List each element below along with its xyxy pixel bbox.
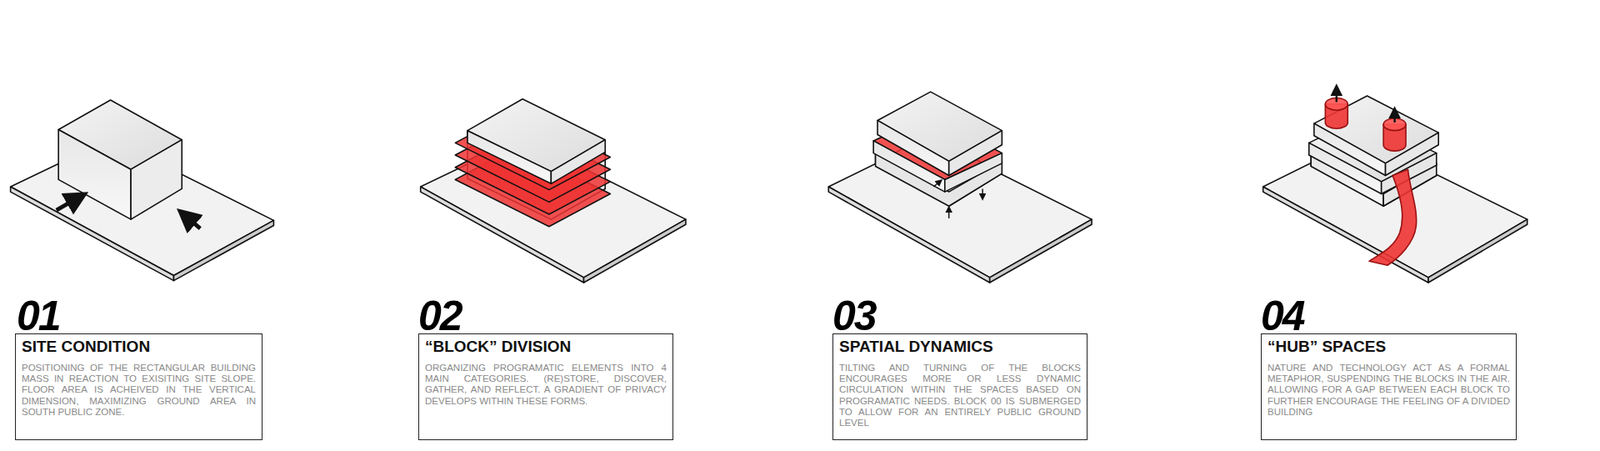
step-number: 03 (832, 295, 876, 337)
step-heading: “BLOCK” DIVISION (425, 338, 667, 356)
building-mass (58, 100, 182, 220)
step-number: 04 (1260, 295, 1305, 337)
tilted-blocks (873, 91, 1002, 219)
step-number: 02 (418, 295, 462, 337)
step-box: SPATIAL DYNAMICS TILTING AND TURNING OF T… (832, 333, 1088, 440)
step-box: SITE CONDITION POSITIONING OF THE RECTANG… (15, 333, 263, 440)
step-description: NATURE AND TECHNOLOGY ACT AS A FORMAL ME… (1267, 362, 1510, 418)
step-description: POSITIONING OF THE RECTANGULAR BUILDING … (21, 362, 256, 418)
step-number: 01 (16, 295, 60, 337)
block-stack (455, 99, 610, 227)
step-box: “BLOCK” DIVISION ORGANIZING PROGRAMATIC E… (418, 333, 674, 440)
step-heading: SITE CONDITION (21, 338, 256, 356)
site-arrow (185, 215, 200, 229)
site-arrow (56, 197, 79, 210)
suspended-blocks (1309, 90, 1439, 266)
step-heading: SPATIAL DYNAMICS (839, 338, 1081, 356)
step-description: ORGANIZING PROGRAMATIC ELEMENTS INTO 4 M… (425, 362, 667, 407)
step-box: “HUB” SPACES NATURE AND TECHNOLOGY ACT AS… (1260, 333, 1517, 440)
step-description: TILTING AND TURNING OF THE BLOCKS ENCOUR… (839, 362, 1081, 429)
step-heading: “HUB” SPACES (1267, 338, 1510, 356)
